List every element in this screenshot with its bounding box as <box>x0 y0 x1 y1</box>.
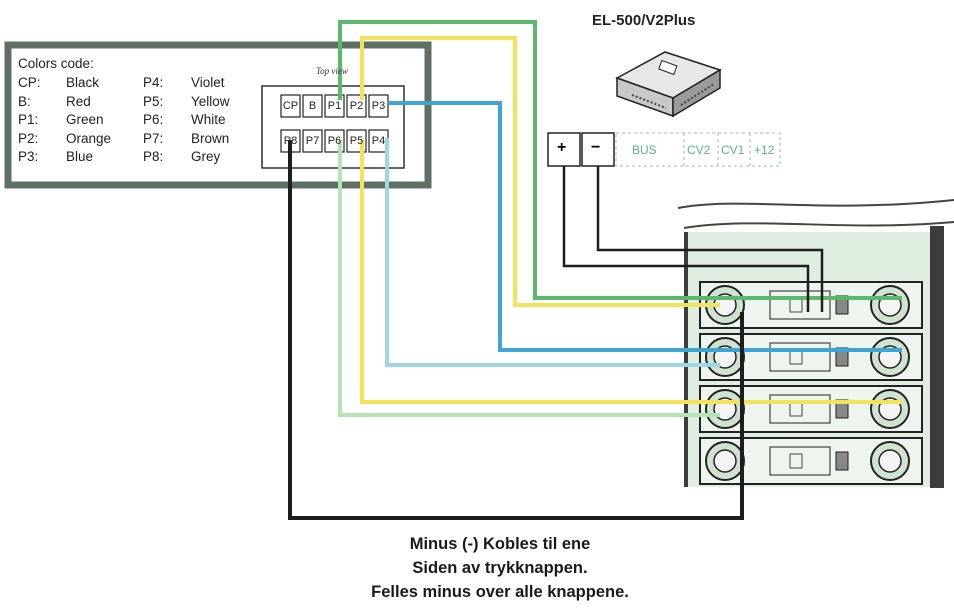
legend-row: P4:Violet <box>143 75 225 90</box>
legend-row: B:Red <box>18 93 91 109</box>
connector-pin-label: P7 <box>305 135 320 147</box>
connector-pin-box <box>324 94 345 118</box>
connector-pin-label: CP <box>282 100 299 112</box>
connector-pin-label: P5 <box>349 135 364 147</box>
terminal-12v-label: +12 <box>754 143 775 157</box>
terminal-plus-label: + <box>557 139 567 156</box>
push-button-row <box>699 333 923 381</box>
legend-row: P7:Brown <box>143 130 230 146</box>
wires <box>288 20 902 520</box>
connector-pin-box <box>368 94 389 118</box>
wire-lightgreen-p6 <box>338 140 720 417</box>
push-button-row <box>699 281 923 329</box>
connector-pin-label: P3 <box>371 100 386 112</box>
connector-view-label: Top view <box>316 66 348 76</box>
caption-line: Siden av trykknappen. <box>412 559 588 577</box>
wire-blue-p3 <box>388 101 902 352</box>
legend-row: P3:Blue <box>18 149 94 165</box>
el500-device-image <box>615 51 722 118</box>
connector-pin-label: P1 <box>327 100 342 112</box>
legend-row: CP:Black <box>18 75 100 90</box>
push-button-row <box>699 385 923 433</box>
legend-row: P5:Yellow <box>143 93 230 109</box>
wire-yellow-p5 <box>360 140 902 404</box>
connector-pin-label: P6 <box>327 135 342 147</box>
connector-pin-label: P4 <box>371 135 386 147</box>
legend-left-column: CP:Black B:Red P1:Green P2:Orange P3:Blu… <box>18 74 111 167</box>
push-button-row <box>699 437 923 485</box>
connector-pin-box <box>302 129 323 153</box>
legend-row: P2:Orange <box>18 130 112 146</box>
legend-row: P8:Grey <box>143 149 221 165</box>
button-panel <box>677 199 954 488</box>
terminal-cv1-label: CV1 <box>721 143 745 157</box>
connector-pin-label: B <box>308 100 317 112</box>
terminal-bus-label: BUS <box>632 143 657 157</box>
wire-green-p1 <box>338 20 720 300</box>
connector-pin-box <box>302 94 323 118</box>
caption: Minus (-) Kobles til ene Siden av trykkn… <box>290 532 710 604</box>
connector-pin-box <box>280 94 301 118</box>
legend-title: Colors code: <box>18 56 94 71</box>
legend-right-column: P4:Violet P5:Yellow P6:White P7:Brown P8… <box>143 74 230 167</box>
wire-black-common <box>288 140 744 520</box>
legend-row: P1:Green <box>18 112 104 128</box>
connector-pin-label: P8 <box>283 135 298 147</box>
caption-line: Felles minus over alle knappene. <box>371 583 629 601</box>
connector-pin-block <box>261 85 405 169</box>
wire-black-minus <box>596 166 824 312</box>
legend-row: P6:White <box>143 112 226 128</box>
wire-black-plus <box>562 166 810 312</box>
wire-lightblue-p4 <box>385 138 720 367</box>
caption-line: Minus (-) Kobles til ene <box>409 535 591 553</box>
connector-pin-label: P2 <box>349 100 364 112</box>
terminal-minus-label: − <box>591 139 601 156</box>
wire-yellow-p2 <box>360 36 720 307</box>
terminal-strip <box>547 132 781 167</box>
connector-pin-box <box>346 94 367 118</box>
terminal-cv2-label: CV2 <box>687 143 711 157</box>
device-model-label: EL-500/V2Plus <box>592 12 696 29</box>
